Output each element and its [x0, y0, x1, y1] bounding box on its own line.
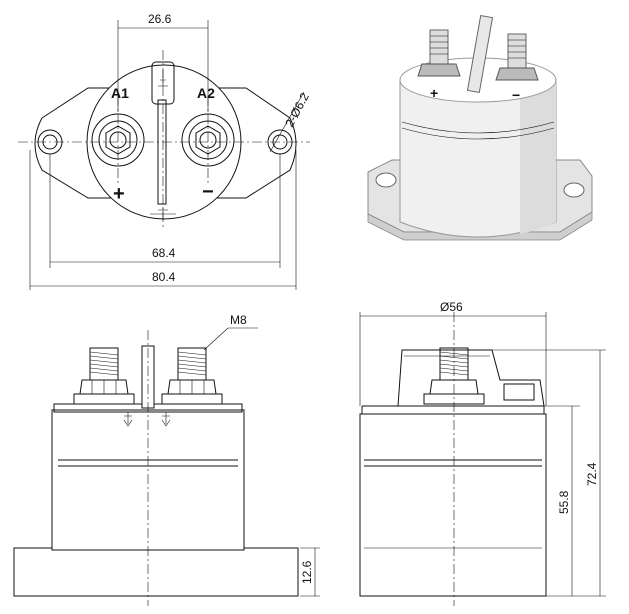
iso-minus-sign: −: [512, 87, 520, 103]
dim-hole-spec: 2-Ø6.2: [282, 90, 312, 129]
iso-plus-sign: +: [430, 85, 438, 101]
front-view: M8 12.6: [13, 313, 320, 606]
front-view-base: [13, 547, 299, 597]
minus-sign: −: [202, 181, 214, 203]
dim-terminal-spacing: 26.6: [148, 12, 172, 26]
dim-overall-width: 80.4: [152, 270, 176, 284]
dim-mount-hole-spacing: 68.4: [152, 246, 176, 260]
iso-stud-left: [417, 29, 461, 77]
dim-base-thickness: 12.6: [300, 560, 314, 584]
side-view-body: [359, 413, 547, 597]
front-stud-right: [161, 347, 223, 405]
dim-total-height: 72.4: [585, 462, 599, 486]
iso-coil-tab: [466, 14, 494, 94]
terminal-a1-label: A1: [111, 85, 129, 101]
side-view: Ø56 72.4 55.8: [359, 300, 606, 606]
isometric-render: + −: [367, 14, 593, 241]
top-view: A1 A2 + − 26.6 2-Ø6.2 68.4 80.4: [18, 12, 312, 290]
dim-body-diameter: Ø56: [440, 300, 463, 314]
coil-terminal-strip: [157, 99, 167, 205]
plus-sign: +: [113, 183, 125, 205]
terminal-a2-label: A2: [197, 85, 215, 101]
front-stud-left: [73, 347, 135, 405]
iso-stud-right: [495, 33, 539, 81]
dim-body-height: 55.8: [557, 490, 571, 514]
dim-thread: M8: [230, 313, 247, 327]
side-view-cover: [397, 349, 545, 407]
